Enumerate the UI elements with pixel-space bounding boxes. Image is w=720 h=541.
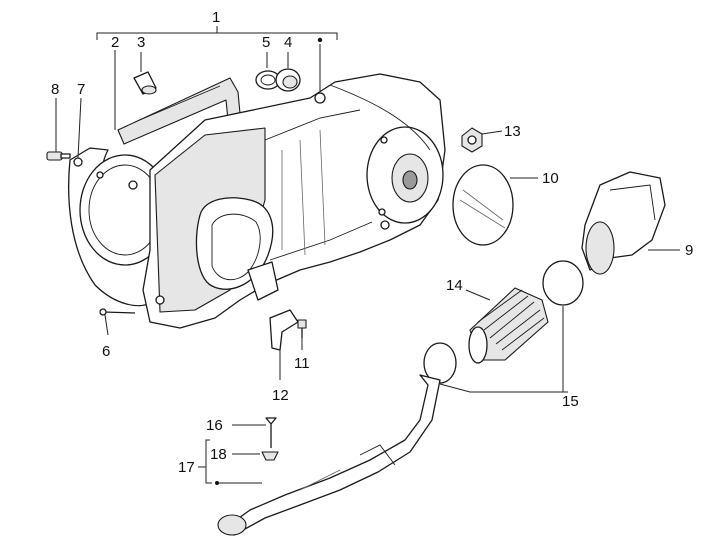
screw-part-8 [46,151,71,161]
callout-10: 10 [542,170,559,187]
callout-11: 11 [294,355,310,372]
bushing-part-4 [275,68,301,92]
callout-2: 2 [111,34,119,51]
callout-labels: 1 2 3 5 4 8 7 13 10 9 14 6 11 12 15 16 1… [51,9,693,476]
seal-ring-part-5 [255,70,281,90]
pin-part-6 [99,308,136,316]
callout-6: 6 [102,343,110,360]
clip-part-18 [261,451,279,461]
callout-14: 14 [446,277,463,294]
gasket-plate-part-7 [68,147,171,307]
air-duct-part-9 [581,171,666,275]
callout-12: 12 [272,387,289,404]
callout-7: 7 [77,81,85,98]
nut-part-13 [461,127,483,153]
callout-17: 17 [178,459,195,476]
bellows-part-14 [468,287,549,364]
callout-4: 4 [284,34,292,51]
bracket-part-12 [269,309,299,351]
clamp-part-15-b [542,260,584,306]
callout-16: 16 [206,417,223,434]
screw-part-16 [265,417,277,448]
callout-1: 1 [212,9,220,26]
leader-lines [55,26,680,485]
intake-tube [217,374,441,536]
transmission-cover-part-1 [142,73,446,329]
callout-9: 9 [685,242,693,259]
callout-8: 8 [51,81,59,98]
callout-5: 5 [262,34,270,51]
callout-13: 13 [504,123,521,140]
cover-disc-part-10 [452,164,514,246]
bolt-part-11 [297,319,307,338]
callout-3: 3 [137,34,145,51]
cap-part-3 [133,71,157,95]
callout-15: 15 [562,393,579,410]
callout-18: 18 [210,446,227,463]
